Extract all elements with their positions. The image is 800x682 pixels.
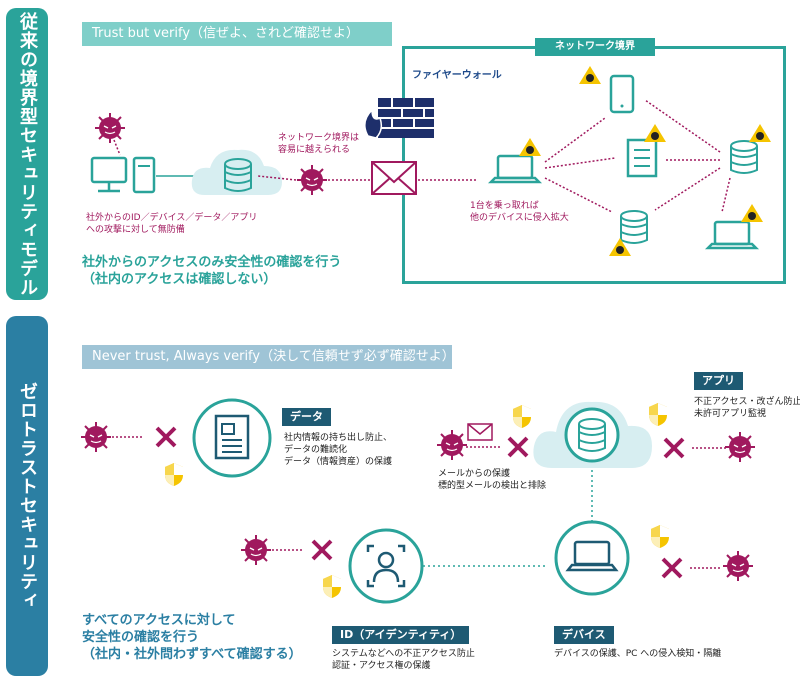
traditional-model-tab: 従来の境界型セキュリティモデル — [6, 8, 48, 300]
shield-icon — [323, 575, 341, 598]
blocked-icon — [507, 436, 529, 458]
bottom-summary: すべてのアクセスに対して 安全性の確認を行う （社内・社外問わずすべて確認する） — [82, 613, 302, 662]
central-cloud-icon — [533, 401, 652, 468]
mail-description: メールからの保護 標的型メールの検出と排除 — [438, 469, 547, 491]
blocked-icon — [661, 557, 683, 579]
laptop-icon — [706, 220, 758, 250]
mail-icon — [467, 423, 493, 441]
shield-icon — [513, 405, 531, 428]
data-document-icon — [192, 398, 272, 478]
warning-icon — [609, 238, 631, 256]
database-icon — [730, 140, 758, 174]
virus-icon — [722, 550, 754, 582]
device-tag: デバイス — [554, 626, 614, 644]
app-description: 不正アクセス・改ざん防止 未許可アプリ監視 — [694, 397, 800, 419]
warning-icon — [644, 124, 666, 142]
blocked-icon — [663, 437, 685, 459]
database-icon — [620, 210, 648, 244]
device-icon — [554, 520, 630, 596]
app-tag: アプリ — [694, 372, 743, 390]
warning-icon — [519, 138, 541, 156]
zero-trust-title: ゼロトラストセキュリティ — [17, 382, 38, 610]
virus-icon — [240, 534, 272, 566]
id-tag: ID（アイデンティティ） — [332, 626, 470, 644]
virus-icon — [296, 164, 328, 196]
document-icon — [626, 138, 658, 178]
virus-icon — [724, 431, 756, 463]
shield-icon — [649, 403, 667, 426]
identity-icon — [348, 528, 424, 604]
top-summary: 社外からのアクセスのみ安全性の確認を行う （社内のアクセスは確認しない） — [82, 255, 342, 287]
shield-icon — [165, 463, 183, 486]
mail-icon — [371, 161, 417, 195]
warning-icon — [749, 124, 771, 142]
blocked-icon — [155, 426, 177, 448]
traditional-model-title: 従来の境界型セキュリティモデル — [17, 11, 38, 297]
virus-icon — [80, 421, 112, 453]
trust-but-verify-banner: Trust but verify（信ぜよ、されど確認せよ） — [82, 22, 392, 46]
laptop-icon — [489, 154, 541, 184]
zero-trust-tab: ゼロトラストセキュリティ — [6, 316, 48, 676]
never-trust-banner: Never trust, Always verify（決して信頼せず必ず確認せよ… — [82, 345, 455, 369]
inside-note: 社外からのID／デバイス／データ／アプリ への攻撃に対して無防備 — [86, 213, 258, 235]
office-pc-icon — [90, 156, 156, 194]
never-trust-text: Never trust, Always verify（決して信頼せず必ず確認せよ… — [92, 349, 455, 364]
warning-icon — [741, 204, 763, 222]
smartphone-icon — [609, 74, 635, 114]
lateral-note: 1台を乗っ取れば 他のデバイスに侵入拡大 — [470, 201, 569, 223]
network-boundary-text: ネットワーク境界 — [555, 41, 635, 52]
warning-icon — [579, 66, 601, 84]
device-description: デバイスの保護、PC への侵入検知・隔離 — [554, 649, 722, 659]
firewall-icon — [364, 98, 434, 139]
shield-icon — [651, 525, 669, 548]
blocked-icon — [311, 539, 333, 561]
virus-icon — [94, 112, 126, 144]
firewall-label: ファイヤーウォール — [412, 70, 502, 81]
id-description: システムなどへの不正アクセス防止 認証・アクセス権の保護 — [332, 649, 475, 671]
data-description: 社内情報の持ち出し防止、 データの難読化 データ（情報資産）の保護 — [284, 433, 393, 467]
trust-but-verify-text: Trust but verify（信ぜよ、されど確認せよ） — [92, 26, 360, 41]
network-boundary-label: ネットワーク境界 — [535, 38, 655, 56]
breach-note: ネットワーク境界は 容易に越えられる — [278, 133, 360, 155]
internal-cloud-icon — [191, 149, 282, 195]
virus-icon — [436, 429, 468, 461]
data-tag: データ — [282, 408, 331, 426]
